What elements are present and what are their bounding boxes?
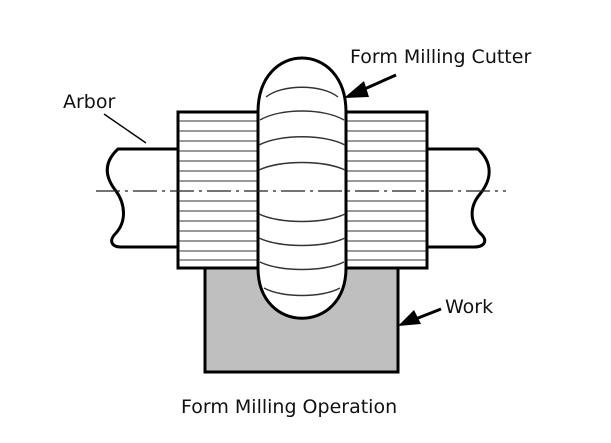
right-collar	[344, 110, 429, 270]
cutter-tooth-lines	[258, 86, 346, 297]
arbor-left-end	[105, 147, 178, 249]
left-collar-lines	[179, 120, 257, 261]
arbor-leader	[103, 113, 147, 144]
arbor-label: Arbor	[63, 91, 115, 113]
right-collar-lines	[347, 120, 426, 261]
cutter-arrow	[344, 73, 397, 98]
work-label: Work	[445, 296, 493, 318]
cutter-label: Form Milling Cutter	[350, 46, 531, 68]
arbor-right-end	[427, 147, 491, 249]
form-milling-cutter	[256, 56, 348, 320]
diagram-caption: Form Milling Operation	[181, 396, 397, 418]
work-arrow	[398, 307, 442, 326]
left-collar	[176, 110, 260, 270]
